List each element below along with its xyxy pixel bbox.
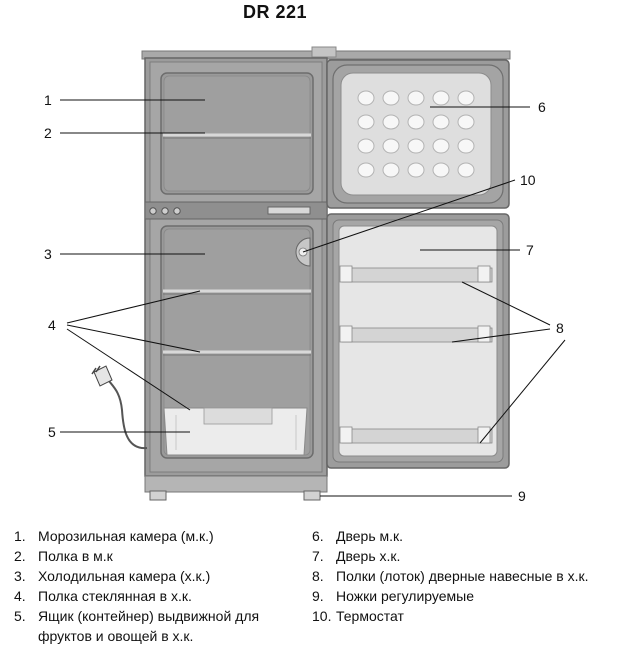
ice-cube-hollow: [457, 162, 475, 178]
callout-1: 1: [44, 92, 52, 108]
ice-cube-hollow: [432, 162, 450, 178]
legend-right-column: 6.Дверь м.к. 7.Дверь х.к. 8.Полки (лоток…: [312, 526, 612, 626]
ice-cube-hollow: [407, 114, 425, 130]
legend-item: 9.Ножки регулируемые: [312, 588, 475, 604]
ice-cube-hollow: [382, 114, 400, 130]
callout-10: 10: [520, 172, 536, 188]
leader-line-8: [451, 328, 551, 343]
callout-4: 4: [48, 317, 56, 333]
leader-line-4: [66, 290, 201, 324]
leader-line-8: [461, 281, 551, 326]
legend-item: 6.Дверь м.к.: [312, 528, 404, 544]
leader-line-4: [66, 328, 191, 411]
leader-line-4: [66, 324, 201, 353]
door-shelf: [339, 265, 493, 283]
indicator-light: [161, 207, 169, 215]
legend-item: 3.Холодильная камера (х.к.): [14, 568, 211, 584]
fridge-base: [144, 475, 328, 493]
callout-9: 9: [518, 488, 526, 504]
ice-cube-hollow: [382, 162, 400, 178]
door-shelf: [339, 426, 493, 444]
legend-item: 10.Термостат: [312, 608, 404, 624]
adjustable-foot: [149, 490, 167, 501]
leader-line-10: [302, 179, 516, 253]
ice-cube-hollow: [357, 90, 375, 106]
ice-cube-hollow: [382, 138, 400, 154]
ice-cube-tray: [357, 90, 475, 178]
ice-cube-hollow: [432, 138, 450, 154]
callout-8: 8: [556, 320, 564, 336]
ice-cube-hollow: [357, 138, 375, 154]
ice-cube-hollow: [457, 138, 475, 154]
legend-item: 4.Полка стеклянная в х.к.: [14, 588, 192, 604]
ice-cube-hollow: [382, 90, 400, 106]
hinge-top: [311, 46, 337, 58]
ice-tray: [340, 72, 492, 196]
indicator-light: [173, 207, 181, 215]
adjustable-foot: [303, 490, 321, 501]
ice-cube-hollow: [432, 90, 450, 106]
legend-left-column: 1.Морозильная камера (м.к.) 2.Полка в м.…: [14, 526, 304, 646]
legend-item: 5.Ящик (контейнер) выдвижной для фруктов…: [14, 608, 260, 644]
plug-icon: [93, 365, 113, 387]
legend-item: 1.Морозильная камера (м.к.): [14, 528, 214, 544]
legend-item: 7.Дверь х.к.: [312, 548, 401, 564]
legend-item: 2.Полка в м.к: [14, 548, 113, 564]
ice-cube-hollow: [407, 90, 425, 106]
callout-6: 6: [538, 99, 546, 115]
callout-2: 2: [44, 125, 52, 141]
indicator-light: [149, 207, 157, 215]
ice-cube-hollow: [357, 162, 375, 178]
control-panel: [144, 201, 328, 220]
diagram-title: DR 221: [242, 2, 308, 22]
leader-line-8: [479, 339, 566, 444]
ice-cube-hollow: [407, 138, 425, 154]
ice-cube-hollow: [432, 114, 450, 130]
fridge-diagram: 1 2 3 4 5 6 7 8 9 10: [44, 46, 566, 504]
callout-7: 7: [526, 242, 534, 258]
power-cord: [105, 376, 148, 450]
door-shelf: [339, 325, 493, 343]
legend-item: 8.Полки (лоток) дверные навесные в х.к.: [312, 568, 589, 584]
ice-cube-hollow: [457, 114, 475, 130]
callout-3: 3: [44, 246, 52, 262]
callout-5: 5: [48, 424, 56, 440]
panel-handle: [267, 206, 311, 215]
ice-cube-hollow: [457, 90, 475, 106]
ice-cube-hollow: [357, 114, 375, 130]
ice-cube-hollow: [407, 162, 425, 178]
